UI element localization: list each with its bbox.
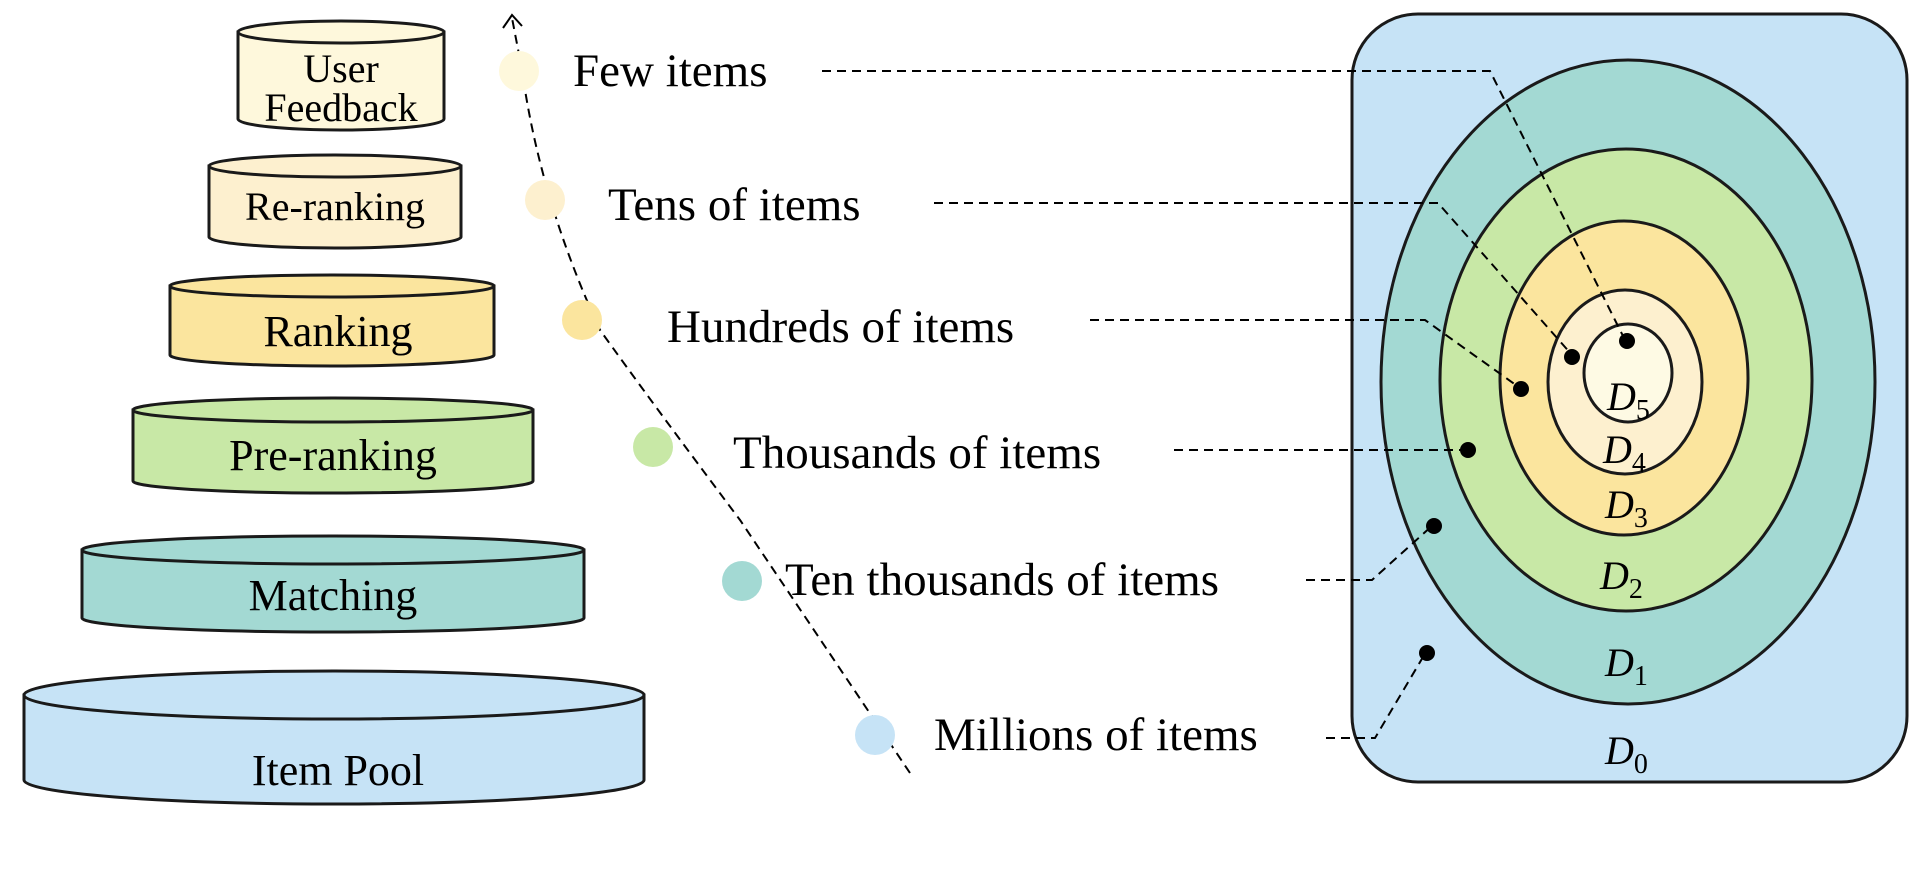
level-label-tens: Tens of items [608, 179, 861, 231]
leader-tens [934, 202, 1573, 356]
stage-item-pool: Item Pool [22, 669, 646, 806]
stage-label-re-ranking: Re-ranking [245, 184, 425, 229]
level-dot-ten-thousands [722, 561, 762, 601]
stage-label-matching: Matching [249, 571, 418, 620]
level-dot-tens [525, 180, 565, 220]
stage-label-user-feedback-line2: Feedback [264, 85, 417, 130]
leader-ten-thousands [1306, 524, 1434, 581]
leader-millions [1326, 651, 1427, 739]
leader-dot-tens [1564, 349, 1580, 365]
leader-dot-ten-thousands [1426, 518, 1442, 534]
scale-axis [499, 13, 911, 774]
level-label-few: Few items [573, 45, 768, 97]
stage-label-item-pool: Item Pool [252, 746, 424, 795]
set-label-d3: D3 [1604, 482, 1648, 534]
set-label-d1: D1 [1604, 640, 1648, 692]
set-label-d2: D2 [1599, 553, 1643, 605]
leader-dot-millions [1419, 645, 1435, 661]
leader-lines [822, 70, 1635, 739]
leader-dot-few [1619, 333, 1635, 349]
stage-stack: Item Pool Matching Pre-ranking Ranking R… [22, 19, 646, 806]
leader-few [822, 70, 1626, 341]
stage-ranking: Ranking [168, 273, 496, 368]
nested-sets-panel: D5 D4 D3 D2 D1 D0 [1350, 12, 1909, 784]
level-label-ten-thousands: Ten thousands of items [785, 554, 1219, 606]
level-label-millions: Millions of items [934, 709, 1258, 761]
stage-label-pre-ranking: Pre-ranking [229, 431, 437, 480]
level-dot-hundreds [562, 300, 602, 340]
leader-dot-hundreds [1513, 381, 1529, 397]
set-label-d4: D4 [1602, 427, 1646, 479]
level-label-hundreds: Hundreds of items [667, 301, 1014, 353]
level-dot-thousands [633, 427, 673, 467]
scale-arrow-line [511, 17, 911, 774]
set-label-d5: D5 [1606, 374, 1650, 426]
level-label-thousands: Thousands of items [733, 427, 1101, 479]
leader-hundreds [1090, 319, 1521, 389]
stage-label-user-feedback-line1: User [303, 46, 379, 91]
leader-dot-thousands [1460, 442, 1476, 458]
arrow-head-icon [502, 13, 523, 29]
set-d5-ellipse [1582, 322, 1674, 424]
stage-label-ranking: Ranking [263, 307, 412, 356]
set-label-d0: D0 [1604, 728, 1648, 780]
level-dot-few [499, 51, 539, 91]
level-labels: Few items Tens of items Hundreds of item… [573, 45, 1258, 761]
stage-re-ranking: Re-ranking [207, 153, 463, 250]
level-dot-millions [855, 715, 895, 755]
stage-user-feedback: User Feedback [236, 19, 446, 132]
stage-pre-ranking: Pre-ranking [131, 396, 535, 495]
stage-matching: Matching [80, 534, 586, 634]
